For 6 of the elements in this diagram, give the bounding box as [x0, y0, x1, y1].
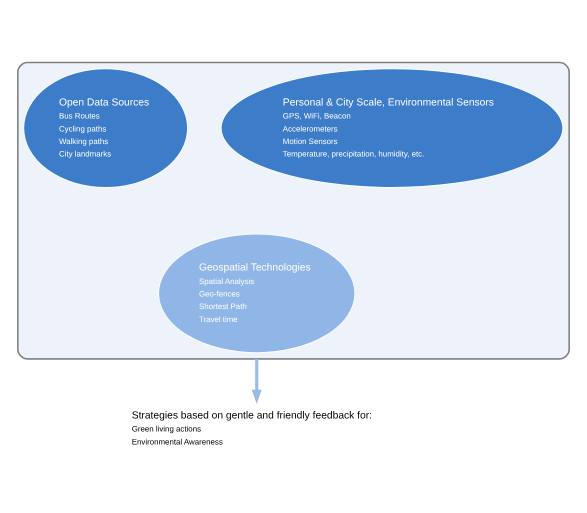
arrow — [252, 358, 262, 404]
cluster — [17, 61, 570, 360]
node-ellipse: Personal & City Scale, Environmental Sensors GPS, WiFi, Beacon Accelerometers Motion Sensors Temperature, precipitation, humidity, etc. — [220, 68, 564, 188]
node-ellipse: Geospatial Technologies Spatial Analysis Geo-fences Shortest Path Travel time — [158, 233, 356, 352]
node-text: Strategies based on gentle and friendly feedback for: Green living actions Environmental Awareness — [132, 410, 372, 446]
node-ellipse: Open Data Sources Bus Routes Cycling paths Walking paths City landmarks — [23, 68, 188, 188]
